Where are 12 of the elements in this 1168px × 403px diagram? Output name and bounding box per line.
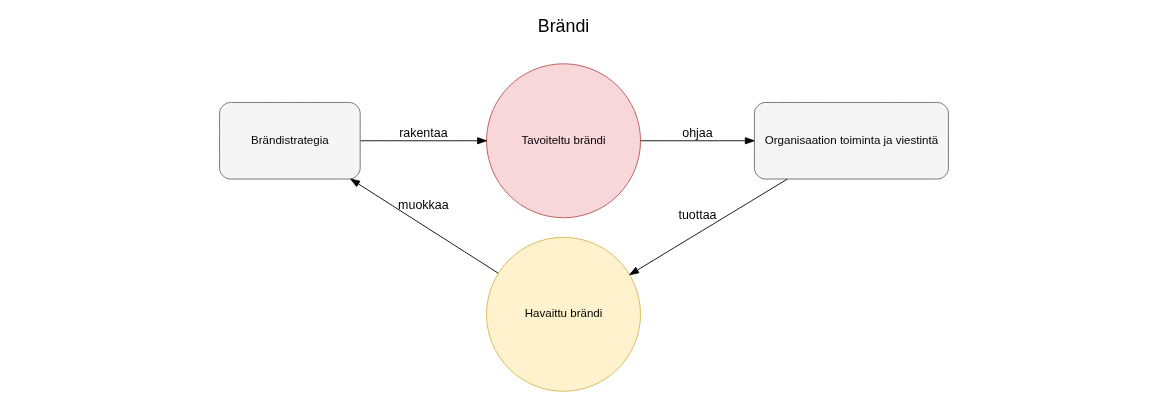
- edge-label: tuottaa: [678, 208, 717, 223]
- edge-label: ohjaa: [682, 126, 713, 141]
- node-box: Organisaation toiminta ja viestintä: [754, 102, 949, 180]
- node-box: Brändistrategia: [219, 102, 361, 180]
- label: Brändi: [537, 16, 590, 37]
- arrow: [629, 178, 788, 276]
- edge-label: muokkaa: [398, 198, 449, 213]
- node-circle: Tavoiteltu brändi: [486, 63, 641, 219]
- arrow: [640, 137, 755, 145]
- arrow: [350, 178, 499, 274]
- arrow: [359, 137, 487, 145]
- edge-label: rakentaa: [399, 126, 448, 141]
